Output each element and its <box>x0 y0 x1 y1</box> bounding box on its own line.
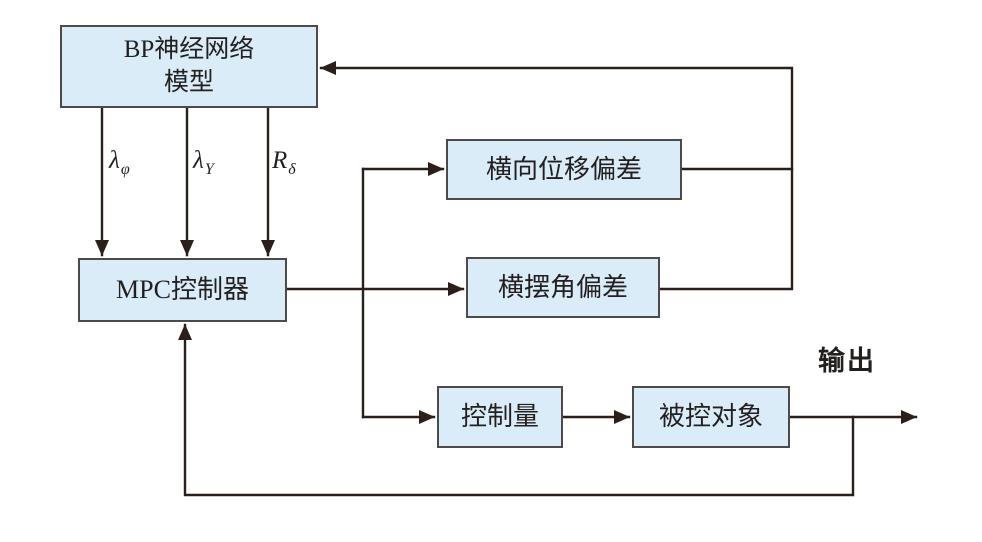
signal-label-lambda-phi: λφ <box>109 147 131 178</box>
control-quantity-label: 控制量 <box>460 402 539 432</box>
node-controlled-object: 被控对象 <box>632 386 790 448</box>
lambda-phi-base: λ <box>109 147 121 174</box>
r-delta-subscript: δ <box>288 161 297 178</box>
node-control-quantity: 控制量 <box>437 386 563 448</box>
node-mpc-controller: MPC控制器 <box>78 258 287 322</box>
lambda-phi-subscript: φ <box>120 161 131 178</box>
node-bp-neural-network-model: BP神经网络 模型 <box>60 25 318 108</box>
feedback-deviations-to-bp <box>319 61 794 291</box>
feedback-output-to-mpc <box>178 323 855 497</box>
signal-label-r-delta: Rδ <box>272 147 297 178</box>
signal-label-lambda-y: λY <box>193 147 215 178</box>
node-lateral-displacement-deviation: 横向位移偏差 <box>446 139 682 200</box>
r-delta-base: R <box>272 147 289 174</box>
controlled-object-label: 被控对象 <box>658 402 763 432</box>
lambda-y-subscript: Y <box>204 161 215 178</box>
yaw-deviation-label: 横摆角偏差 <box>497 272 628 302</box>
lambda-y-base: λ <box>193 147 205 174</box>
lateral-deviation-label: 横向位移偏差 <box>485 154 642 184</box>
bp-model-label-line2: 模型 <box>163 68 214 96</box>
bp-model-label-line1: BP神经网络 <box>123 36 255 63</box>
output-label: 输出 <box>818 346 876 376</box>
mpc-controller-label: MPC控制器 <box>116 275 249 305</box>
node-yaw-angle-deviation: 横摆角偏差 <box>466 257 660 318</box>
